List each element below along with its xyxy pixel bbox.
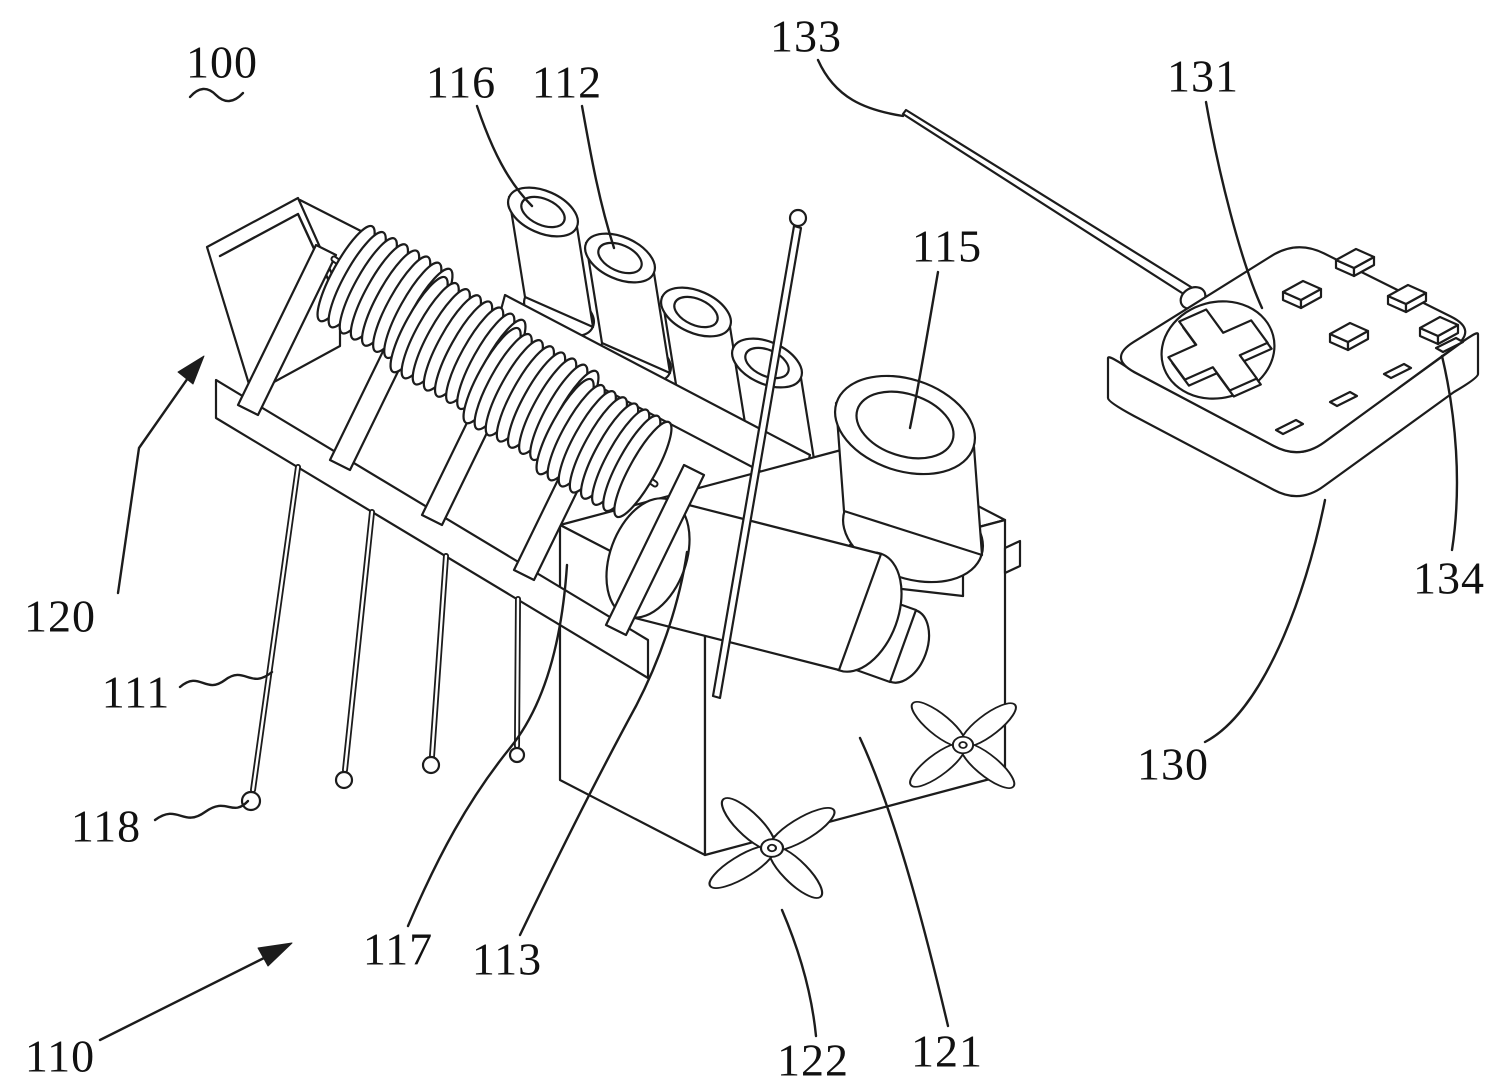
ref-label-130: 130 — [1137, 738, 1209, 790]
leader-110 — [98, 942, 293, 1042]
leader-112 — [580, 104, 616, 250]
leader-122 — [780, 908, 818, 1038]
frame-base — [214, 378, 650, 680]
ref-label-100: 100 — [186, 36, 258, 88]
ref-label-113: 113 — [471, 933, 543, 985]
dpad-cross — [1167, 308, 1273, 398]
leader-116 — [475, 104, 534, 208]
remote-control — [901, 108, 1480, 498]
leader-133 — [816, 58, 905, 118]
ref-label-112: 112 — [531, 56, 603, 108]
partition-plate-1 — [236, 243, 338, 417]
leader-117 — [406, 563, 569, 928]
ref-label-131: 131 — [1167, 50, 1239, 102]
tilde-100 — [188, 87, 245, 103]
leader-120 — [116, 355, 205, 595]
leader-113 — [518, 550, 689, 937]
ref-label-116: 116 — [425, 56, 497, 108]
leader-115 — [908, 270, 940, 430]
remote-antenna — [901, 108, 1207, 310]
ref-label-120: 120 — [24, 590, 96, 642]
foot-ball-1 — [240, 790, 262, 812]
side-notch — [1003, 539, 1022, 575]
device-antenna-rod — [711, 208, 808, 700]
ref-label-118: 118 — [70, 800, 142, 852]
leader-134 — [1440, 354, 1459, 552]
foot-ball-2 — [334, 770, 354, 790]
ref-label-111: 111 — [101, 666, 171, 718]
leader-111 — [178, 670, 274, 689]
ref-label-115: 115 — [911, 220, 983, 272]
partition-plate-5 — [604, 463, 706, 637]
foot-ball-3 — [421, 755, 441, 775]
motor-cylinder — [833, 374, 985, 584]
frame-rack — [205, 196, 706, 680]
ref-label-121: 121 — [911, 1025, 983, 1077]
support-legs — [240, 464, 526, 812]
leader-131 — [1204, 100, 1264, 310]
leader-130 — [1203, 498, 1327, 744]
ref-label-117: 117 — [362, 923, 434, 975]
ref-label-134: 134 — [1413, 552, 1485, 604]
ref-label-122: 122 — [777, 1034, 849, 1084]
ref-label-110: 110 — [24, 1030, 96, 1082]
ref-label-133: 133 — [770, 10, 842, 62]
foot-ball-4 — [508, 746, 526, 764]
leader-118 — [153, 799, 250, 822]
leader-121 — [858, 736, 950, 1028]
